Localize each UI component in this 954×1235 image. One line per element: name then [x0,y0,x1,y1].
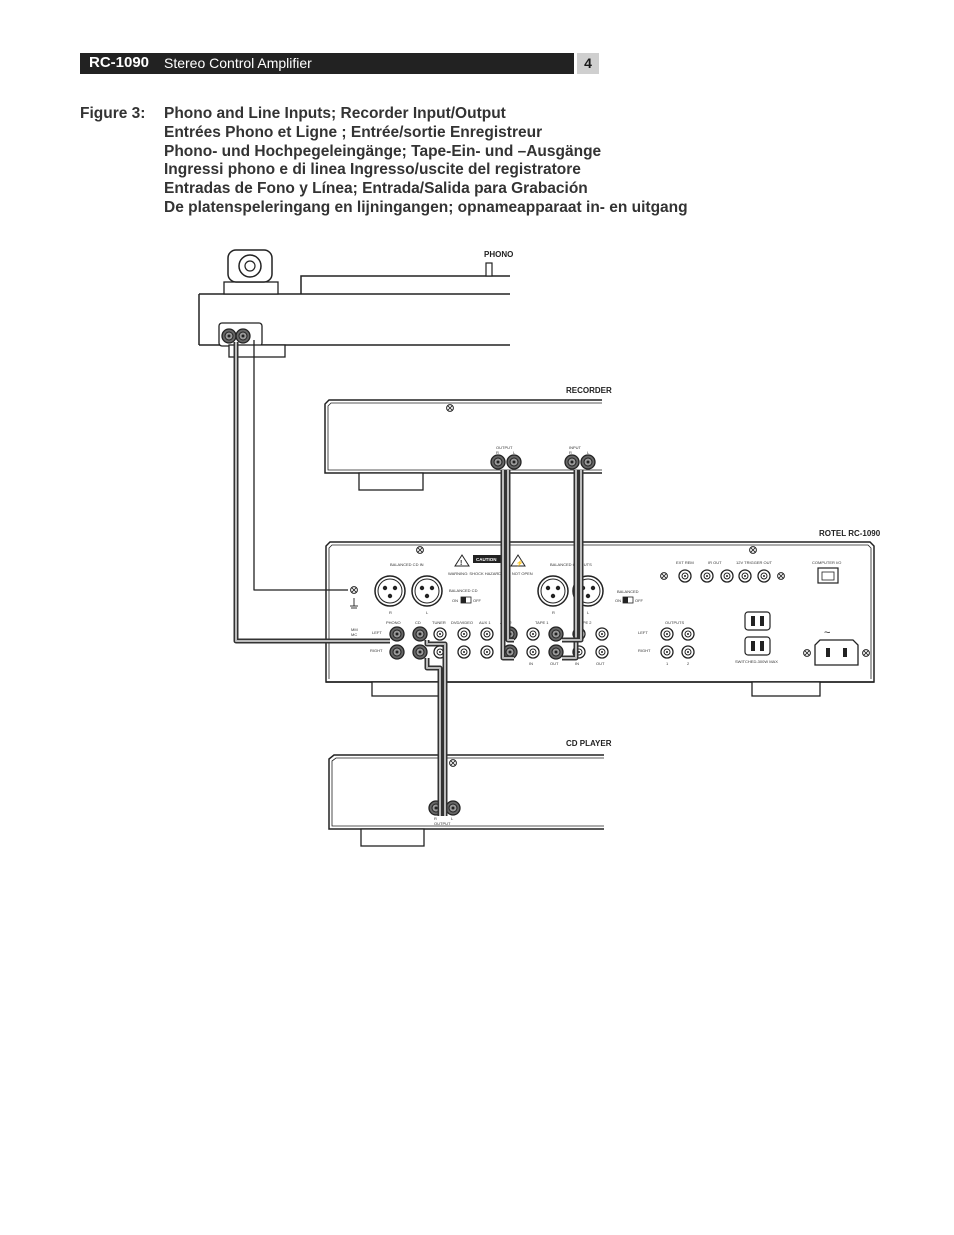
tape2-in-label: IN [575,661,579,666]
recorder-in-r: R [569,450,572,455]
recorder-input-r-jack [564,454,580,470]
balanced-on: ON [615,598,621,603]
output-2-label: 2 [687,661,690,666]
figure-title-en: Phono and Line Inputs; Recorder Input/Ou… [164,105,506,122]
figure-title-nl: De platenspeleringang en lijningangen; o… [164,198,688,216]
cd-output-label: OUTPUT [434,821,451,826]
cd-output-l-jack [445,800,461,816]
recorder-input-label: INPUT [569,445,582,450]
dvd-input-label: DVD/VIDEO [451,620,473,625]
amplifier-device-label: ROTEL RC-1090 [819,529,881,538]
turntable-left-plug [221,328,237,344]
tape2-out-label: OUT [596,661,605,666]
cd-input-label: CD [415,620,421,625]
svg-text:~: ~ [824,627,830,639]
recorder-output-label: OUTPUT [496,445,513,450]
outputs-label: OUTPUTS [665,620,684,625]
aux1-input-label: AUX 1 [479,620,491,625]
tape1-out-label: OUT [550,661,559,666]
balanced-cd-in-label: BALANCED CD IN [390,562,424,567]
balanced-cd-off: OFF [473,598,482,603]
recorder-device-label: RECORDER [566,386,612,395]
output-1-label: 1 [666,661,669,666]
cd-player: CD PLAYER R L OUTPUT [328,739,612,847]
cd-l-label: L [451,816,454,821]
figure-label: Figure 3: [80,105,146,122]
mm-label: MM [351,627,358,632]
tape2-label: TAPE 2 [578,620,592,625]
figure-title-es: Entradas de Fono y Línea; Entrada/Salida… [164,180,588,198]
svg-text:⚡: ⚡ [516,559,523,567]
inputs-right-label: RIGHT [370,648,383,653]
warning-text: WARNING: SHOCK HAZARD - DO NOT OPEN [448,571,533,576]
ext-rem-label: EXT REM [676,560,694,565]
turntable: PHONO [198,249,513,358]
recorder-output-r-jack [490,454,506,470]
figure-title-it: Ingressi phono e di linea Ingresso/uscit… [164,161,581,179]
figure-title-de: Phono- und Hochpegeleingänge; Tape-Ein- … [164,142,602,160]
phono-device-label: PHONO [484,250,513,259]
recorder: RECORDER OUTPUT INPUT R L R L [324,386,612,491]
computer-io-label: COMPUTER I/O [812,560,841,565]
recorder-input-l-jack [580,454,596,470]
inputs-left-label: LEFT [372,630,382,635]
model-description: Stereo Control Amplifier [164,55,312,71]
outputs-left-label: LEFT [638,630,648,635]
trigger-out-label: 12V TRIGGER OUT [736,560,772,565]
recorder-output-l-jack [506,454,522,470]
page-number: 4 [577,53,599,74]
ir-out-label: IR OUT [708,560,722,565]
figure-titles: Phono and Line Inputs; Recorder Input/Ou… [164,105,688,218]
svg-text:!: ! [460,560,462,567]
model-name: RC-1090 [89,54,150,71]
tape1-label: TAPE 1 [535,620,549,625]
balanced-cd-r: R [389,610,392,615]
cd-player-device-label: CD PLAYER [566,739,612,748]
outputs-right-label: RIGHT [638,648,651,653]
turntable-right-plug [235,328,251,344]
phono-input-label: PHONO [386,620,401,625]
balanced-cd-label: BALANCED CD [449,588,478,593]
balanced-cd-on: ON [452,598,458,603]
recorder-in-l: L [587,450,590,455]
balanced-out-r: R [552,610,555,615]
caution-label: CAUTION [476,557,497,562]
switched-outlet-label: SWITCHED-300W MAX [735,659,778,664]
tape1-in-label: IN [529,661,533,666]
balanced-outputs-label: BALANCED OUTPUTS [550,562,592,567]
amplifier: ROTEL RC-1090 BALANCED CD IN R L BALANCE… [325,529,881,697]
cd-r-label: R [434,816,437,821]
recorder-out-l: L [513,450,516,455]
balanced-label: BALANCED [617,589,639,594]
balanced-out-l: L [587,610,590,615]
mc-label: MC [351,632,357,637]
figure-title-fr: Entrées Phono et Ligne ; Entrée/sortie E… [164,123,543,141]
tuner-input-label: TUNER [432,620,446,625]
cables [233,340,584,816]
balanced-off: OFF [635,598,644,603]
recorder-out-r: R [496,450,499,455]
balanced-cd-l: L [426,610,429,615]
header-bar: RC-1090 Stereo Control Amplifier [80,53,574,74]
